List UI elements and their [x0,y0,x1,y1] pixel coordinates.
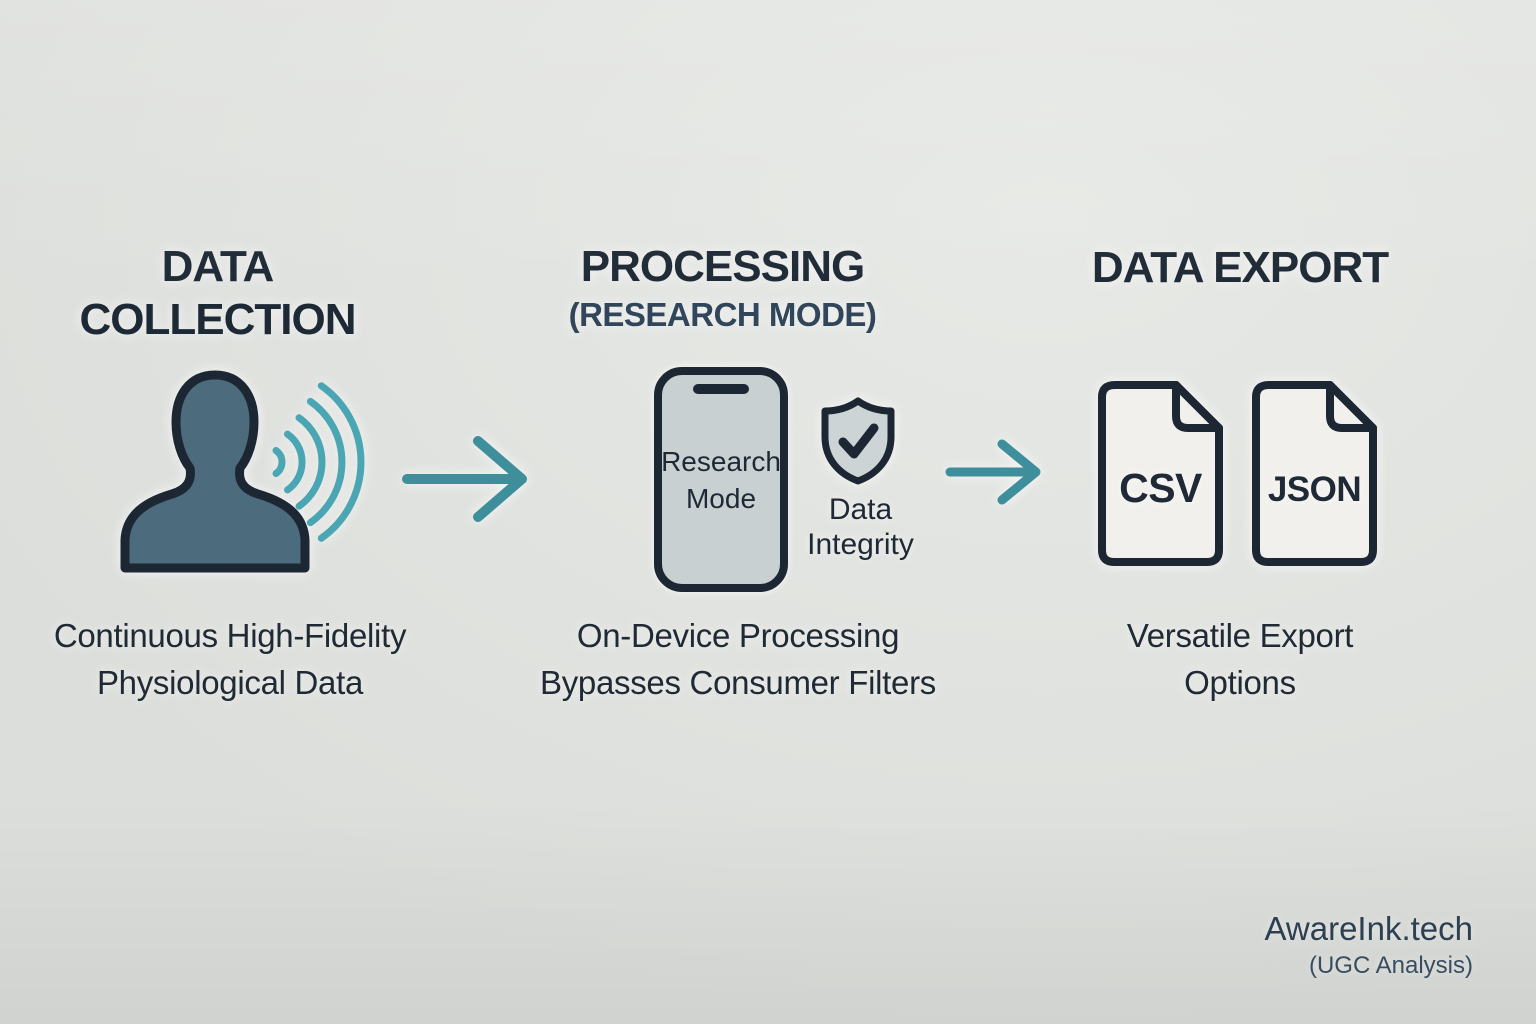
smartphone-icon: Research Mode [654,367,788,592]
stage1-title: DATA COLLECTION [35,240,400,346]
phone-label-line1: Research [661,445,781,477]
stage2-title-line1: PROCESSING [580,242,865,291]
checkmark-icon [838,423,879,459]
person-voice-icon [120,370,365,573]
json-file-icon [1252,381,1377,566]
shield-label: Data Integrity [783,492,938,562]
flow-arrow-1-icon [402,436,527,522]
stage3-caption-line1: Versatile Export [1126,617,1354,654]
stage3-caption: Versatile Export Options [1040,612,1440,706]
stage2-caption: On-Device Processing Bypasses Consumer F… [508,612,968,706]
json-file-label: JSON [1267,470,1362,509]
brand-subtitle: (UGC Analysis) [1308,952,1473,979]
stage2-caption-line1: On-Device Processing [576,617,900,654]
stage2-subtitle: (RESEARCH MODE) [568,296,877,333]
stage1-title-line1: DATA [161,242,275,291]
stage2-title: PROCESSING (RESEARCH MODE) [535,240,910,334]
shield-label-line1: Data [828,493,893,526]
stage1-caption-line2: Physiological Data [96,664,364,701]
brand-watermark: AwareInk.tech (UGC Analysis) [1264,910,1473,980]
phone-notch [693,384,749,394]
stage1-caption: Continuous High-Fidelity Physiological D… [15,612,445,706]
csv-file-label: CSV [1119,465,1202,511]
csv-file-icon [1098,381,1223,566]
csv-folded-corner [1172,381,1223,432]
phone-screen-label: Research Mode [661,375,781,584]
stage3-caption-line2: Options [1184,664,1296,701]
json-folded-corner [1326,381,1377,432]
flow-arrow-2-icon [945,439,1041,505]
stage2-caption-line2: Bypasses Consumer Filters [540,664,936,701]
phone-label-line2: Mode [685,482,757,514]
stage3-title-line1: DATA EXPORT [1091,243,1389,292]
stage3-title: DATA EXPORT [1040,241,1440,294]
person-silhouette [120,370,310,573]
shield-check-icon [821,397,895,485]
sound-waves-icon [272,382,365,542]
brand-name: AwareInk.tech [1264,910,1473,947]
shield-label-line2: Integrity [807,528,914,561]
stage1-caption-line1: Continuous High-Fidelity [53,617,407,654]
stage1-title-line2: COLLECTION [79,295,357,344]
